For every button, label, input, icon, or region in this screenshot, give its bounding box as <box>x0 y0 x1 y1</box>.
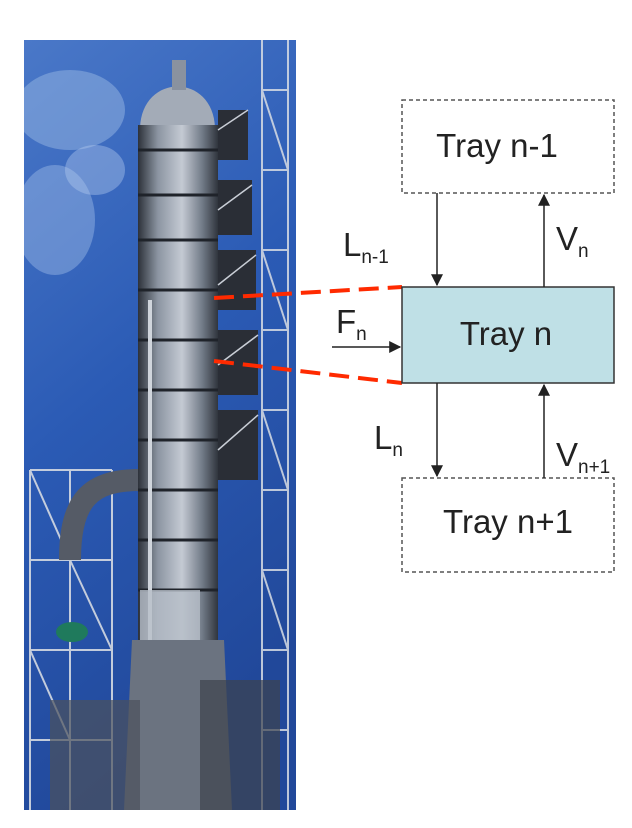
liquid-out-label: Ln <box>374 419 403 461</box>
tray-below-box <box>401 477 615 573</box>
tray-current-label: Tray n <box>460 315 552 352</box>
tray-above-label: Tray n-1 <box>436 127 558 164</box>
feed-label: Fn <box>336 303 367 345</box>
liquid-in-label: Ln-1 <box>343 226 389 268</box>
vapor-in-label: Vn+1 <box>556 436 610 478</box>
tray-below-label: Tray n+1 <box>443 503 573 540</box>
zoom-indicator-lines <box>213 285 403 385</box>
vapor-out-label: Vn <box>556 220 589 262</box>
distillation-column-photo <box>24 40 296 810</box>
tray-above-box <box>401 99 615 194</box>
tray-current-box <box>401 286 615 384</box>
